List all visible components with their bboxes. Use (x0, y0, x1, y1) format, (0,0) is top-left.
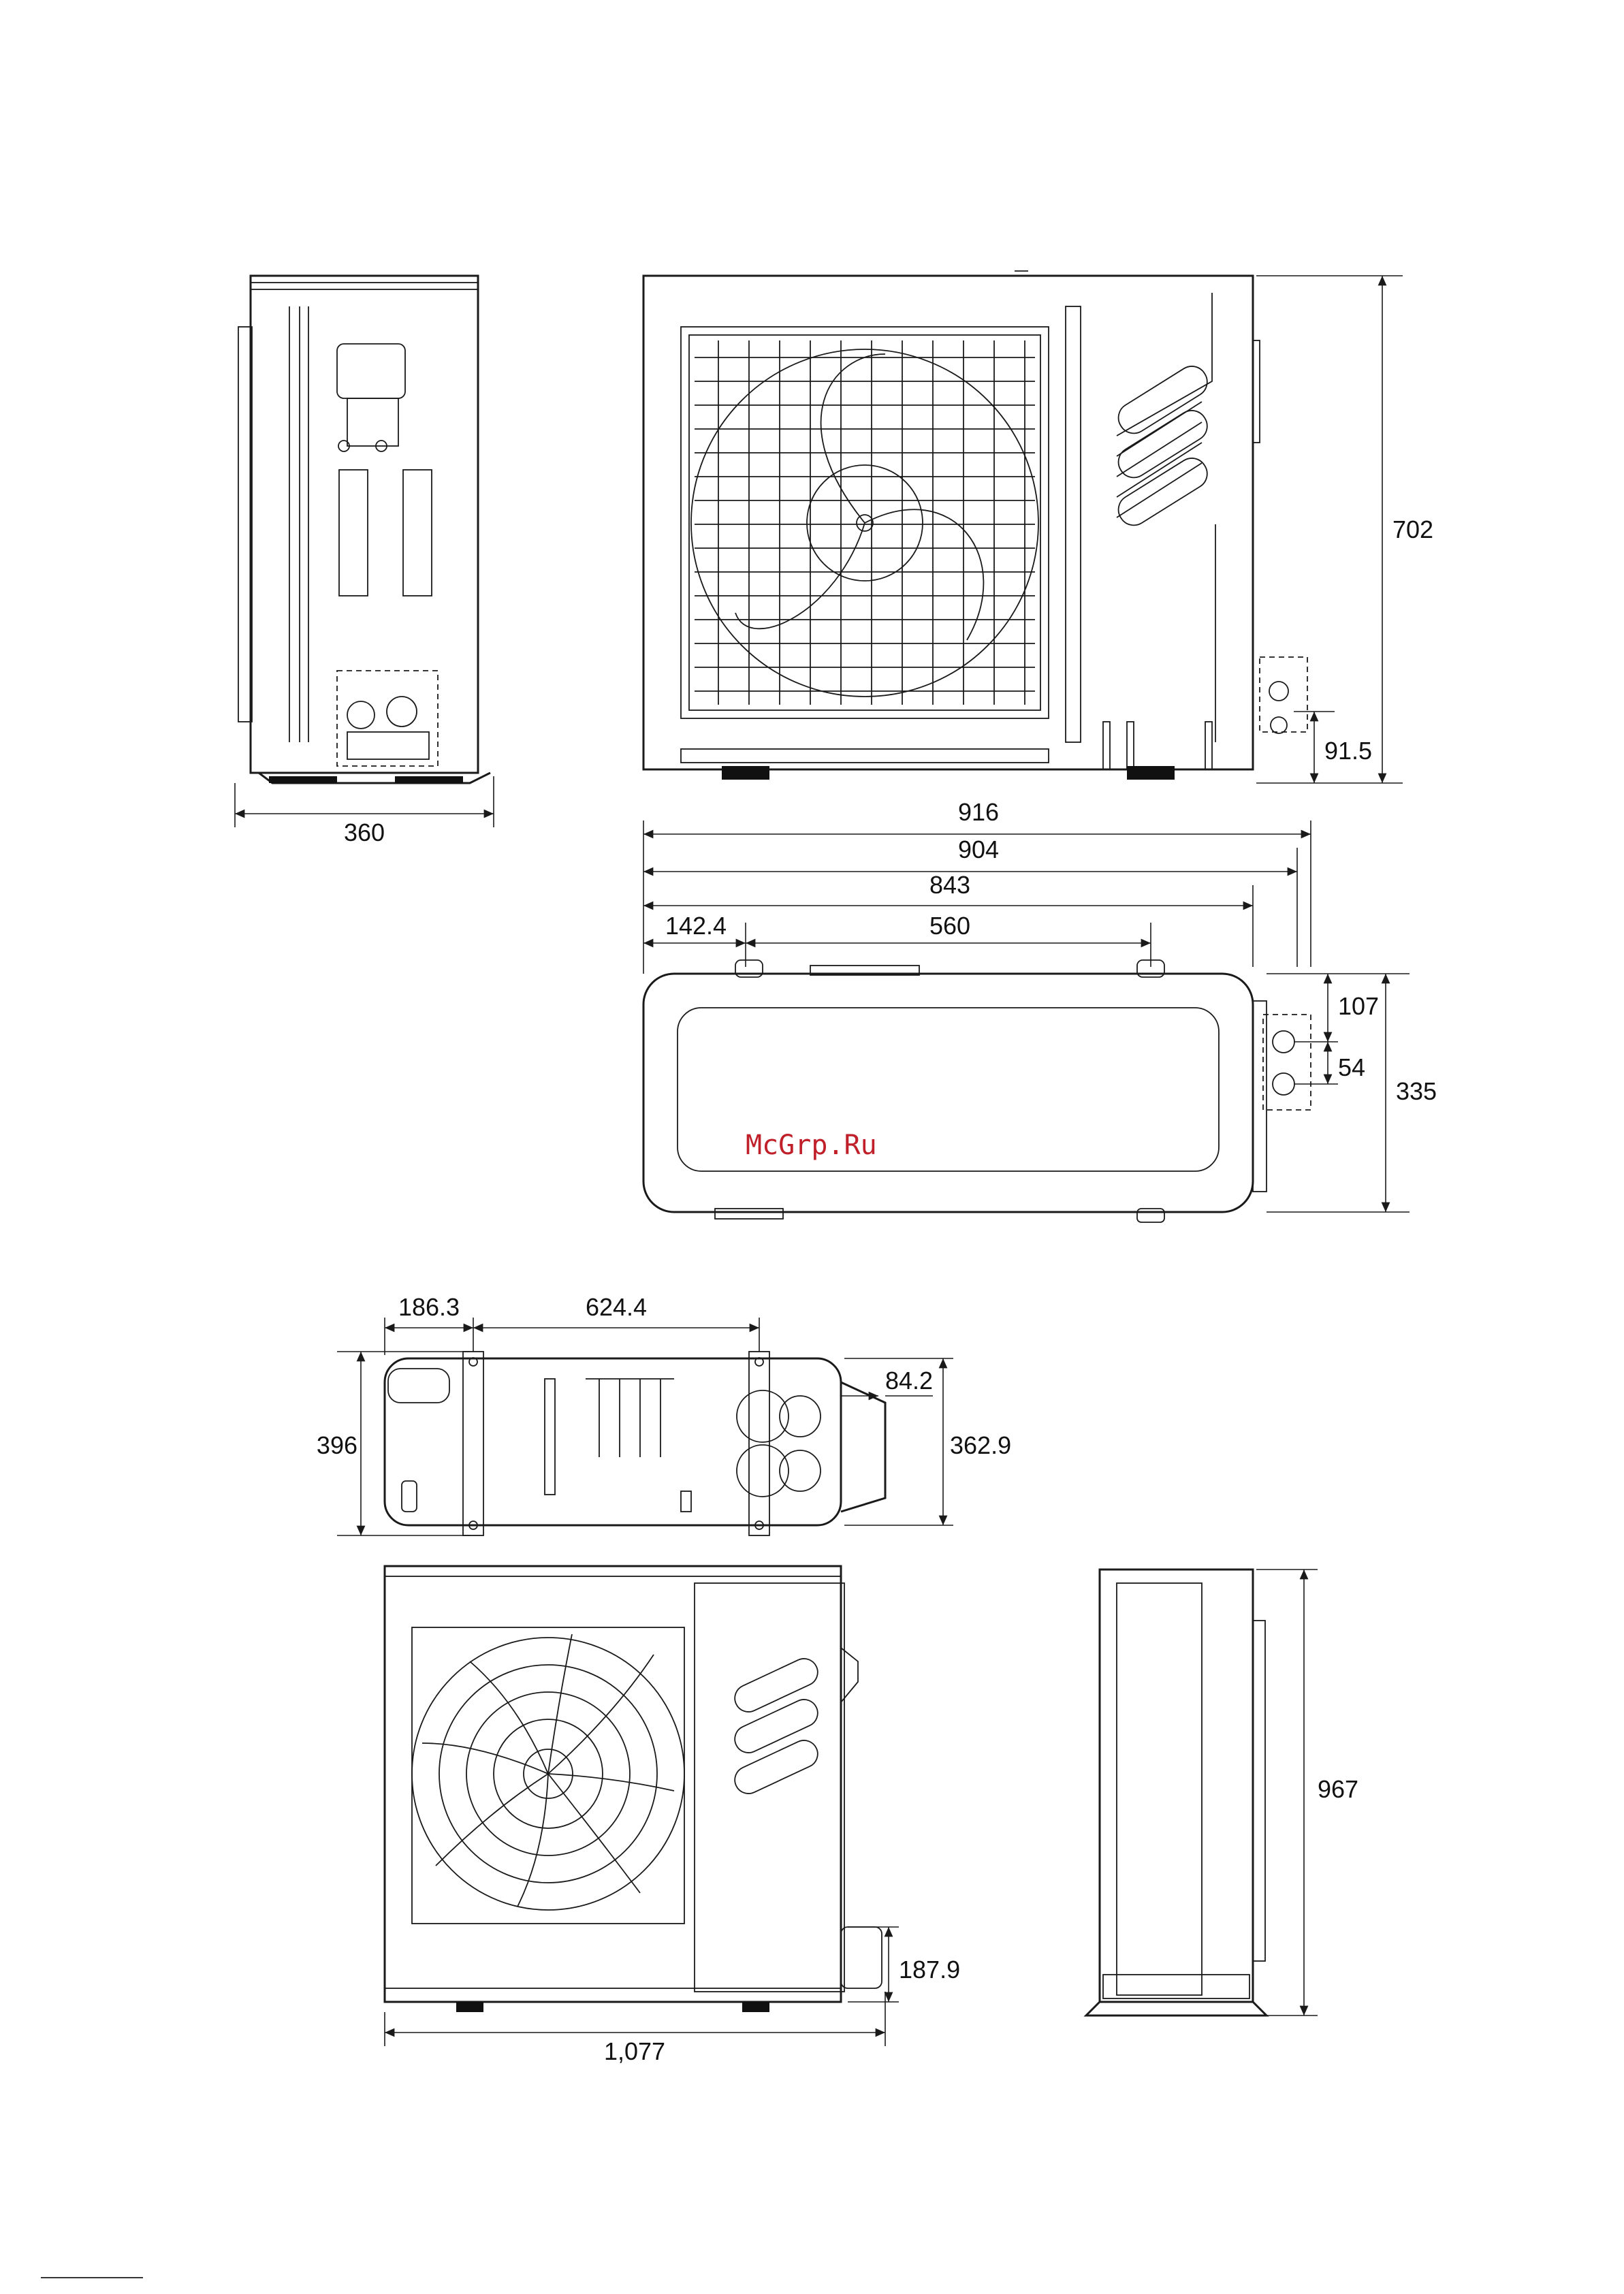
dim-chain-width: 916 904 843 142.4 560 (643, 798, 1311, 974)
dim-967-label: 967 (1318, 1775, 1358, 1803)
dim-560-label: 560 (929, 912, 970, 940)
dim-362-9-label: 362.9 (950, 1431, 1011, 1459)
dim-904-label: 904 (958, 835, 999, 863)
dim-107-label: 107 (1338, 992, 1379, 1020)
dim-54-label: 54 (1338, 1053, 1365, 1081)
dim-bottom: 186.3 624.4 84.2 396 362.9 (317, 1293, 1011, 1535)
dim-front-height-top: 702 (1256, 276, 1433, 783)
dim-702-label: 702 (1392, 515, 1433, 543)
dim-187-9-label: 187.9 (899, 1956, 960, 1984)
dim-91-5-label: 91.5 (1324, 737, 1372, 765)
dim-916-label: 916 (958, 798, 999, 826)
dim-plan: 335 107 54 (1267, 974, 1437, 1212)
dim-335-label: 335 (1396, 1077, 1437, 1105)
dim-1077-label: 1,077 (604, 2037, 665, 2065)
dim-front-bottom: 1,077 187.9 (385, 1927, 960, 2065)
watermark: McGrp.Ru (746, 1130, 877, 1161)
dim-396-label: 396 (317, 1431, 357, 1459)
dim-843-label: 843 (929, 871, 970, 899)
side-view-bottom (1086, 1570, 1267, 2016)
bottom-view (385, 1352, 885, 1535)
dim-186-3-label: 186.3 (398, 1293, 460, 1321)
dim-624-4-label: 624.4 (586, 1293, 647, 1321)
dim-142-4-label: 142.4 (665, 912, 727, 940)
dim-side-bottom: 967 (1256, 1570, 1358, 2016)
dim-side-depth-top: 360 (235, 776, 494, 846)
dim-360-label: 360 (344, 818, 385, 846)
side-view-top (238, 276, 490, 783)
front-view-bottom (385, 1566, 882, 2012)
dim-valve-height-top: 91.5 (1294, 712, 1372, 783)
plan-view (643, 960, 1311, 1222)
dim-84-2-label: 84.2 (885, 1367, 933, 1395)
front-view-top (643, 271, 1307, 780)
